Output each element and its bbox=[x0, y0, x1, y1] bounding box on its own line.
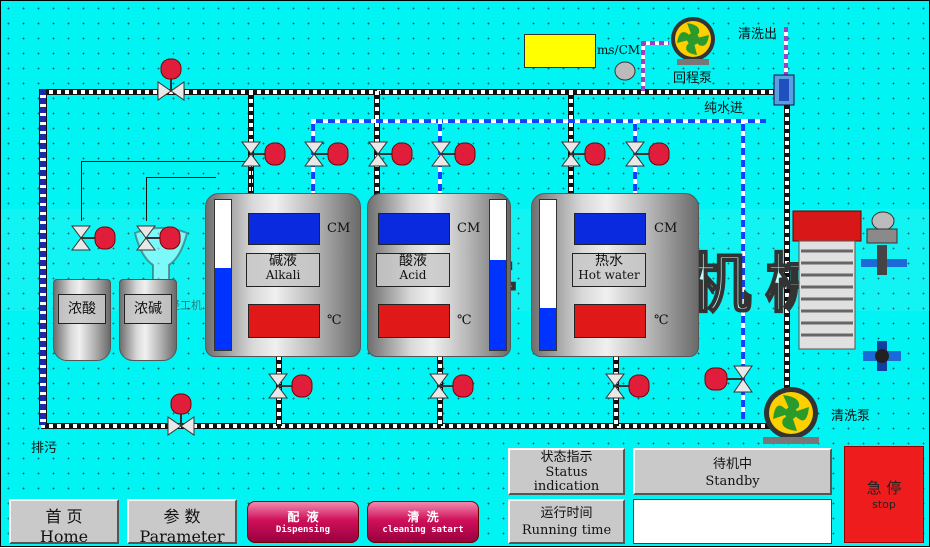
cip-pump[interactable] bbox=[763, 387, 819, 444]
valve-top-main[interactable] bbox=[157, 58, 185, 101]
cip-out-junction bbox=[773, 74, 795, 106]
cip-out-line bbox=[784, 27, 788, 77]
label-drain: 排污 bbox=[31, 441, 58, 456]
label-return-pump: 回程泵 bbox=[673, 71, 713, 86]
pipe-right-riser bbox=[784, 93, 790, 423]
valve-acid-in-2[interactable] bbox=[431, 141, 476, 167]
label-pure-water-in: 纯水进 bbox=[704, 101, 744, 116]
tank-label: 浓酸 bbox=[58, 294, 106, 324]
return-pump[interactable] bbox=[671, 17, 715, 65]
level-display-hot-water bbox=[574, 213, 646, 245]
valve-conc-alkali[interactable] bbox=[136, 225, 181, 251]
level-gauge-acid bbox=[489, 199, 507, 351]
conductivity-sensor bbox=[614, 61, 636, 81]
label-cip-out: 清洗出 bbox=[738, 27, 778, 42]
pure-water-pipe bbox=[311, 119, 766, 123]
level-gauge-hot-water bbox=[539, 199, 557, 351]
valve-hot-water-out[interactable] bbox=[605, 373, 650, 399]
dosing-line-alkali bbox=[146, 177, 216, 178]
tank-label: 浓碱 bbox=[124, 294, 172, 324]
temp-display-alkali bbox=[248, 304, 320, 338]
steam-valve[interactable] bbox=[861, 211, 907, 275]
valve-acid-out[interactable] bbox=[429, 373, 474, 399]
pure-water-riser bbox=[741, 119, 745, 419]
valve-alkali-out[interactable] bbox=[268, 373, 313, 399]
conductivity-display bbox=[524, 34, 596, 68]
temp-display-hot-water bbox=[574, 304, 646, 338]
steam-trap[interactable] bbox=[863, 341, 901, 371]
valve-conc-acid[interactable] bbox=[71, 225, 116, 251]
pipe-bottom-main bbox=[41, 423, 771, 429]
pipe-top-main bbox=[41, 89, 786, 95]
running-time-value bbox=[633, 499, 832, 544]
valve-pure-water[interactable] bbox=[704, 365, 753, 393]
return-pump-line bbox=[641, 41, 645, 91]
tank-concentrated-acid: 浓酸 bbox=[53, 279, 111, 361]
tank-concentrated-alkali: 浓碱 bbox=[119, 279, 177, 361]
valve-bottom-main[interactable] bbox=[167, 393, 195, 436]
label-cip-pump: 清洗泵 bbox=[831, 409, 871, 424]
level-gauge-alkali bbox=[214, 199, 232, 351]
conductivity-unit: ms/CM bbox=[597, 43, 641, 57]
emergency-stop-button[interactable]: 急 停 stop bbox=[844, 446, 924, 543]
valve-acid-in-1[interactable] bbox=[368, 141, 413, 167]
temp-display-acid bbox=[378, 304, 450, 338]
dosing-line-acid bbox=[81, 161, 251, 162]
level-display-alkali bbox=[248, 213, 320, 245]
valve-alkali-in-1[interactable] bbox=[241, 141, 286, 167]
level-display-acid bbox=[378, 213, 450, 245]
valve-hot-water-in-1[interactable] bbox=[561, 141, 606, 167]
drain-pipe bbox=[39, 89, 47, 425]
valve-hot-water-in-2[interactable] bbox=[625, 141, 670, 167]
heat-exchanger bbox=[792, 210, 862, 350]
valve-alkali-in-2[interactable] bbox=[304, 141, 349, 167]
